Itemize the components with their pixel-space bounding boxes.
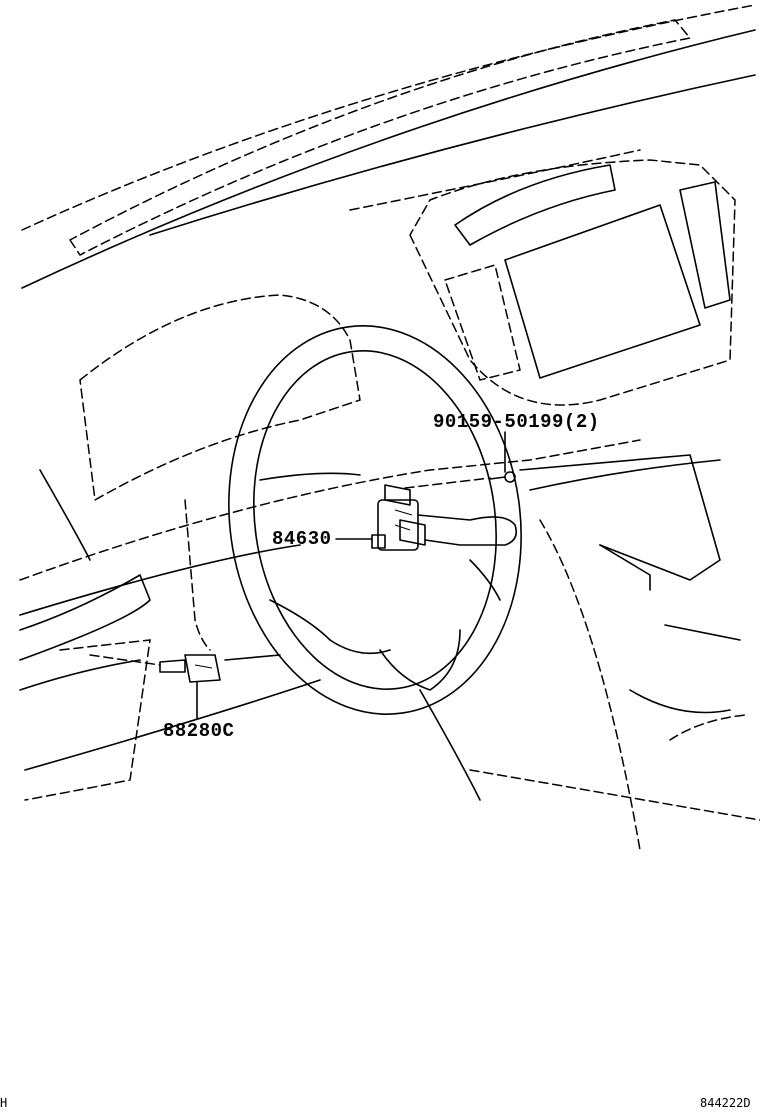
steering-column-left — [419, 689, 481, 801]
callout-switch-part-number: 84630 — [272, 528, 332, 550]
dash-top-edge — [21, 4, 756, 231]
dash-crease — [349, 149, 641, 211]
sensor-link-line — [224, 654, 281, 661]
dash-mid-line — [149, 74, 756, 236]
lower-kick-line — [24, 679, 321, 771]
left-lower-spoke — [269, 599, 331, 641]
glovebox-dash — [669, 714, 746, 741]
steering-wheel-inner-rim — [253, 350, 497, 690]
footer-right-code: 844222D — [700, 1096, 751, 1110]
right-spoke — [469, 559, 501, 601]
bolt-path-dash — [404, 477, 491, 489]
left-console-panel — [444, 264, 521, 381]
cluster-hood — [79, 294, 361, 502]
right-lower-dash — [519, 454, 721, 581]
callout-sensor-part-number: 88280C — [163, 720, 235, 742]
left-upper-spoke — [259, 472, 361, 481]
lower-dash-line — [19, 544, 301, 616]
floor-edge — [469, 769, 760, 821]
left-trim-line — [19, 659, 141, 691]
left-knee-panel — [19, 574, 151, 661]
center-vent — [454, 164, 616, 246]
glovebox-edge — [629, 689, 731, 714]
bottom-spoke-edge — [329, 639, 391, 655]
center-display — [504, 204, 701, 379]
callout-bolt-part-number: 90159-50199(2) — [433, 411, 600, 433]
right-panel-line — [664, 624, 741, 641]
left-dash-curve — [39, 469, 91, 561]
sensor — [159, 654, 221, 683]
defroster-vent — [68, 19, 692, 256]
left-lower-panel — [24, 639, 151, 801]
sensor-mount-dash — [89, 654, 161, 666]
bolt — [489, 471, 516, 483]
column-shroud-right — [539, 519, 641, 851]
dash-upper-line — [21, 29, 756, 289]
lower-dash-edge — [19, 439, 641, 581]
right-vent — [679, 181, 731, 309]
steering-wheel-outer-rim — [228, 325, 522, 715]
combination-switch — [371, 484, 518, 551]
lower-right-dash — [529, 459, 721, 491]
footer-left-code: H — [0, 1096, 8, 1110]
right-lower-fold — [599, 544, 651, 591]
bottom-spoke — [379, 629, 461, 691]
column-cover-edge — [184, 499, 211, 651]
center-console-bezel — [409, 159, 736, 406]
